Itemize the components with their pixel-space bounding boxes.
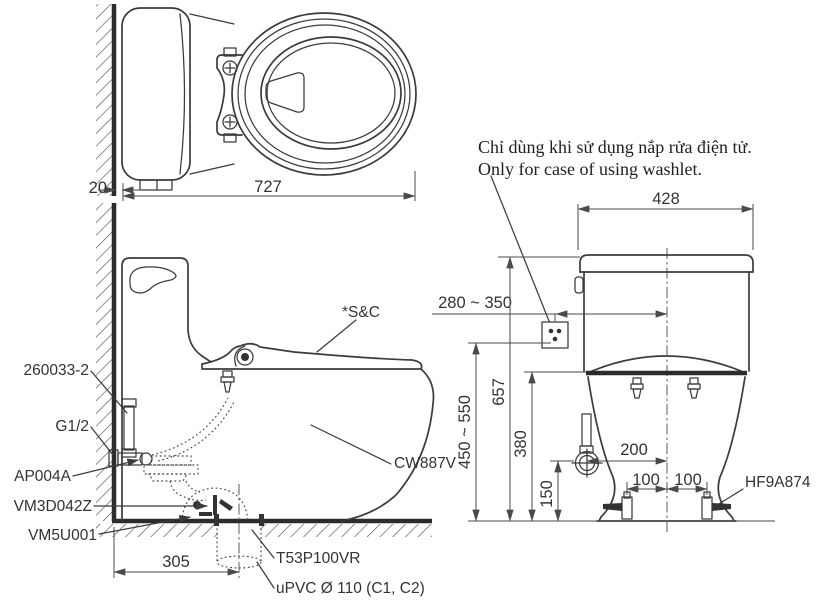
note-vietnamese: Chỉ dùng khi sử dụng nắp rửa điện tử. — [478, 137, 752, 157]
power-outlet-icon — [541, 321, 569, 349]
supply-assembly-side — [108, 397, 235, 467]
note-leader — [490, 175, 550, 322]
label-flange: VM3D042Z — [14, 498, 92, 515]
part-labels-left: 260033-2 G1/2 AP004A VM3D042Z VM5U001 — [14, 362, 208, 544]
flush-knob-top — [139, 179, 173, 191]
tank-front — [574, 254, 754, 372]
label-seat-cover: *S&C — [342, 304, 380, 321]
label-stop-valve: AP004A — [14, 468, 72, 485]
dim-supply-height: 150 — [538, 480, 556, 508]
dim-outlet-height-text: 450 ~ 550 — [456, 395, 474, 469]
dim-bolt-pitch-right: 100 — [674, 471, 702, 489]
seat-side-profile — [201, 342, 423, 393]
dim-wall-gap: 20 — [89, 179, 107, 197]
dim-200: 200 — [586, 441, 668, 465]
front-view: 428 280 ~ 350 657 450 ~ 550 380 150 — [432, 175, 811, 534]
seat-bolt-side — [220, 370, 235, 393]
dim-380: 380 — [512, 371, 586, 522]
dim-outlet-offset: 280 ~ 350 — [432, 294, 668, 321]
dim-150: 150 — [538, 460, 574, 522]
top-view: 727 20 — [89, 4, 417, 201]
dim-outlet-height: 450 ~ 550 — [456, 342, 551, 522]
fixing-bolt-left — [603, 491, 633, 520]
dim-rough-in: 305 — [162, 553, 190, 571]
lid-dome-front — [586, 355, 747, 376]
label-supply-hose: 260033-2 — [23, 362, 89, 379]
dim-front-width: 428 — [652, 190, 680, 208]
washlet-note: Chỉ dùng khi sử dụng nắp rửa điện tử. On… — [478, 137, 752, 179]
label-trap-seal: VM5U001 — [28, 527, 97, 544]
dim-305: 305 — [113, 527, 240, 578]
label-fixing-bolt-group: HF9A874 — [713, 474, 811, 508]
dim-height-total: 657 — [490, 378, 508, 406]
label-fixing-bolt: HF9A874 — [745, 474, 811, 491]
label-drain-pipe: uPVC Ø 110 (C1, C2) — [276, 580, 425, 597]
dim-100-100: 100 100 — [626, 471, 708, 495]
dim-supply-offset: 200 — [620, 441, 648, 459]
label-bowl-model: CW887V — [394, 455, 457, 472]
flush-button-side — [129, 266, 177, 294]
drain-pipe-below-floor — [214, 484, 264, 578]
dim-rim-height: 380 — [512, 430, 530, 458]
hinge-screw-icon — [222, 114, 238, 130]
note-english: Only for case of using washlet. — [478, 159, 702, 179]
tank-top-outline — [121, 7, 235, 191]
hinge-bolt — [687, 377, 701, 399]
label-thread: G1/2 — [55, 418, 89, 435]
dim-top-depth: 727 — [254, 178, 282, 196]
dim-bolt-pitch-left: 100 — [632, 471, 660, 489]
tank-side-button — [574, 276, 584, 294]
wall-hatch-side — [96, 203, 117, 521]
dim-outlet-offset-text: 280 ~ 350 — [438, 294, 512, 312]
part-labels-right: *S&C CW887V T53P100VR uPVC Ø 110 (C1, C2… — [251, 304, 457, 597]
dim-20: 20 — [89, 179, 141, 197]
toilet-side-outline — [121, 257, 435, 522]
hinge-bolt — [630, 377, 644, 399]
seat-hinge-bolts-front — [630, 377, 701, 399]
floor-flange-hidden — [143, 455, 249, 522]
side-view: 305 260033-2 G1/2 AP004A VM3D042Z VM5U00… — [14, 203, 457, 597]
wall-hatch-top — [96, 4, 117, 196]
dim-428: 428 — [577, 190, 754, 250]
seat-top-ovals — [231, 12, 417, 176]
dim-727: 727 — [122, 171, 416, 201]
label-drain-socket: T53P100VR — [276, 550, 360, 567]
dim-657: 657 — [490, 256, 580, 522]
